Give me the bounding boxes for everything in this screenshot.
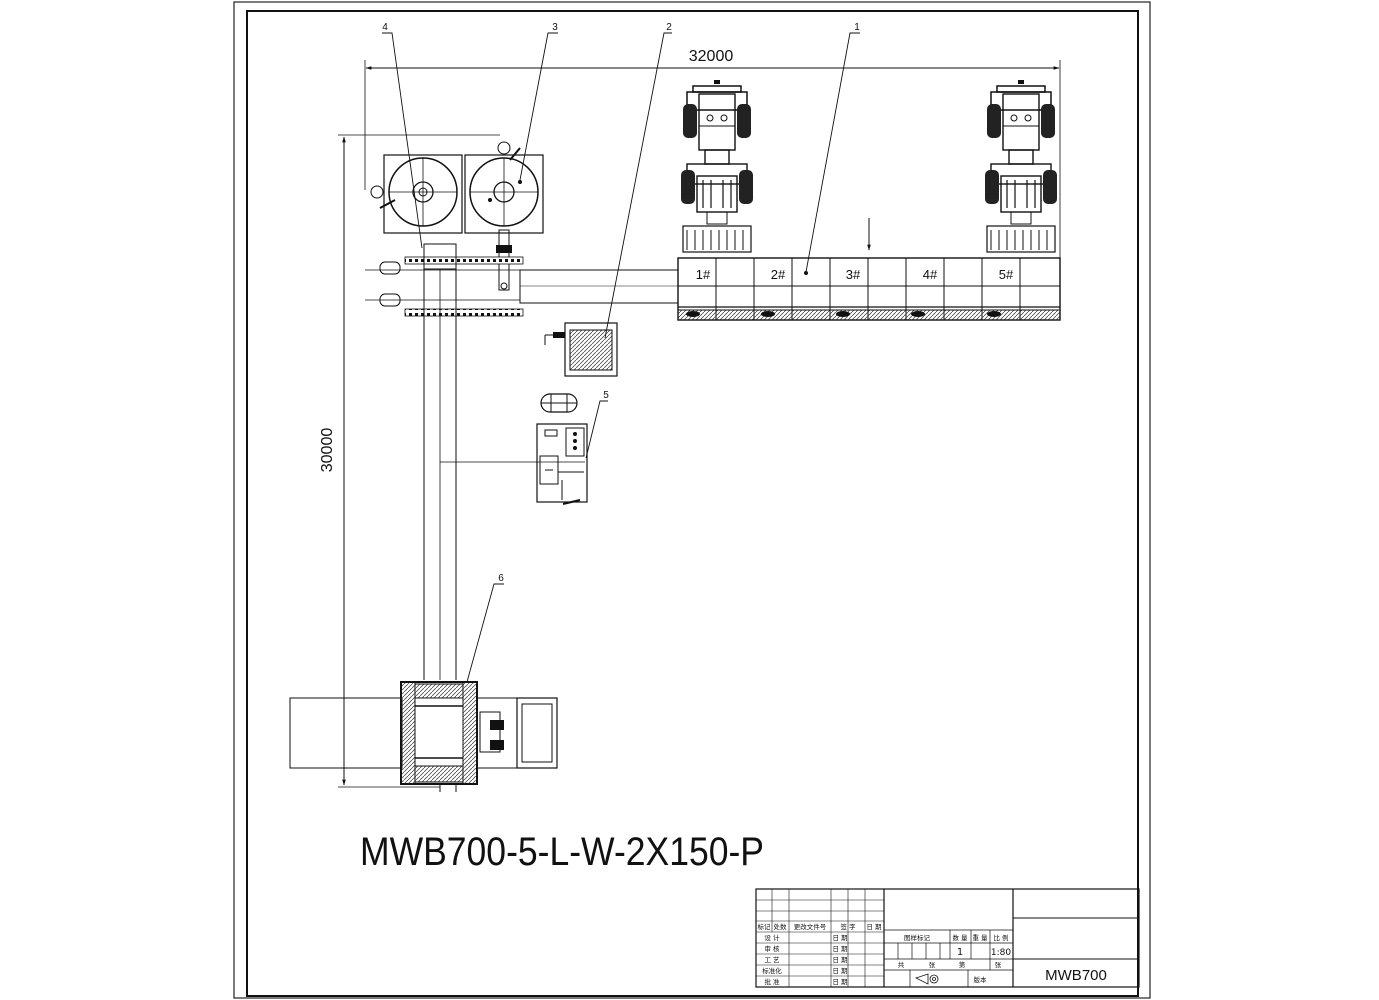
- dimension-width-label: 32000: [689, 48, 734, 65]
- model-code: MWB700-5-L-W-2X150-P: [360, 830, 764, 874]
- horizontal-conveyor: [365, 269, 679, 304]
- callout-5: 5: [603, 390, 609, 401]
- bay-label-5: 5#: [999, 267, 1014, 282]
- callout-6: 6: [498, 573, 504, 584]
- bay-label-4: 4#: [923, 267, 938, 282]
- dimension-height: 30000: [319, 134, 500, 788]
- loader-left: [680, 79, 754, 253]
- tb-header-1: 处数: [774, 922, 788, 931]
- tb-sheet-unit-b: 张: [995, 960, 1002, 969]
- roller-upper: [379, 261, 401, 275]
- callout-3: 3: [552, 22, 558, 33]
- vertical-conveyor: [423, 243, 585, 680]
- tb-role-2: 工 艺: [764, 956, 780, 964]
- callout-1: 1: [854, 22, 860, 33]
- operator-symbol: [540, 393, 578, 413]
- tb-role-1: 审 核: [764, 944, 780, 953]
- tb-sheet-index: 第: [959, 960, 966, 969]
- tb-header-3: 签 字: [840, 922, 856, 931]
- chain-upper: [404, 256, 524, 265]
- loader-right: [984, 79, 1058, 253]
- tb-stage-label: 图样标记: [904, 933, 931, 942]
- control-panel-2: [544, 322, 618, 377]
- tb-col-scale: 比 例: [993, 933, 1008, 942]
- bay-label-2: 2#: [771, 267, 786, 282]
- tb-sheet-total: 共: [898, 960, 905, 969]
- tb-header-2: 更改文件号: [794, 922, 827, 931]
- tb-role-0: 设 计: [764, 933, 780, 942]
- control-cabinet-5: [536, 423, 588, 505]
- winch-unit-6: [289, 681, 558, 792]
- tb-quantity: 1: [957, 947, 963, 958]
- title-block-text: 标记 处数 更改文件号 签 字 日 期 设 计 审 核 工 艺 标准化 批 准 …: [758, 922, 1012, 986]
- title-block: [755, 888, 1140, 988]
- bay-label-3: 3#: [846, 267, 861, 282]
- tb-role-4: 批 准: [764, 977, 780, 986]
- bay-label-1: 1#: [696, 267, 711, 282]
- tb-header-4: 日 期: [866, 923, 882, 931]
- tb-date-4: 日 期: [832, 978, 848, 986]
- tb-role-3: 标准化: [762, 966, 782, 975]
- drawing-number: MWB700: [1045, 967, 1107, 984]
- outer-border: [233, 1, 1151, 999]
- projection-symbol: [914, 973, 939, 985]
- tb-date-1: 日 期: [832, 945, 848, 953]
- bay-row: 1# 2# 3# 4# 5#: [677, 218, 1061, 321]
- cable-drum-left: [370, 154, 463, 234]
- tb-date-0: 日 期: [832, 934, 848, 942]
- inner-border: [246, 10, 1139, 997]
- tb-version-label: 版本: [974, 975, 988, 984]
- tb-col-weight: 重 量: [972, 934, 988, 942]
- tb-scale: 1:80: [991, 948, 1011, 958]
- callout-leaders: [382, 32, 860, 683]
- tb-date-2: 日 期: [832, 956, 848, 964]
- tb-date-3: 日 期: [832, 967, 848, 975]
- tb-header-0: 标记: [758, 922, 772, 931]
- cable-drum-right: [464, 141, 544, 234]
- dimension-height-label: 30000: [319, 428, 336, 473]
- chain-lower: [404, 308, 524, 317]
- tb-sheet-unit-a: 张: [929, 960, 936, 969]
- callout-4: 4: [382, 22, 388, 33]
- callout-2: 2: [666, 22, 672, 33]
- tb-col-qty: 数 量: [952, 933, 968, 942]
